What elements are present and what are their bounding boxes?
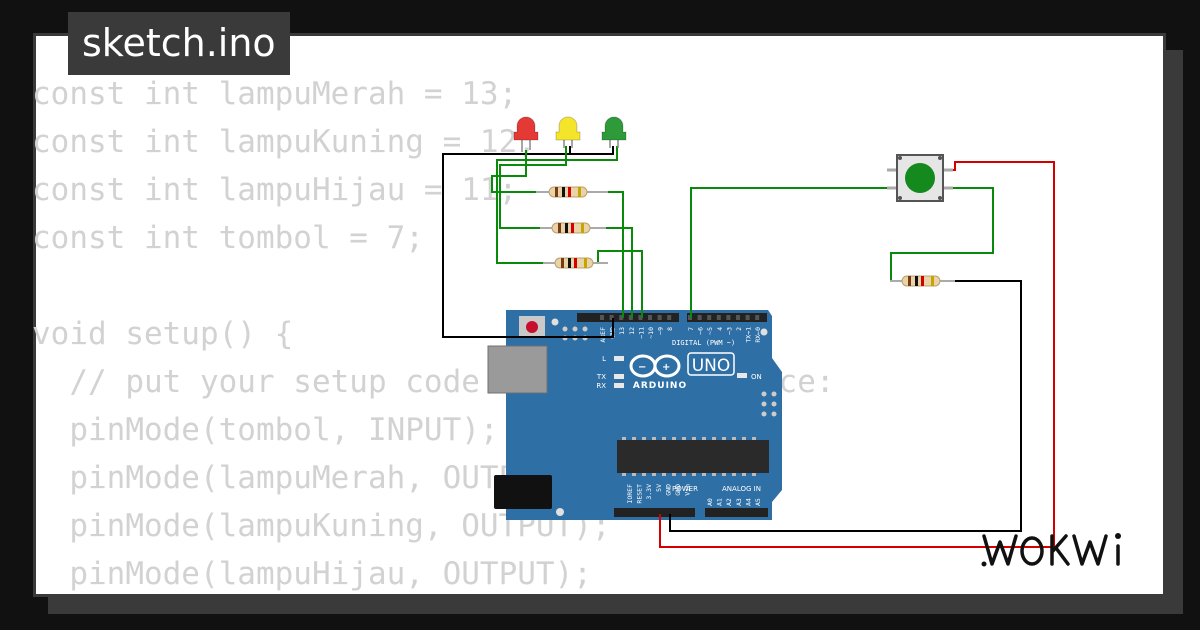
board-led: [614, 374, 624, 379]
pin-label: 7: [687, 327, 695, 331]
pin-label: 2: [735, 327, 743, 331]
code-line: const int tombol = 7;: [32, 220, 424, 256]
resistor-button: [890, 275, 955, 287]
led-red[interactable]: [513, 116, 539, 152]
power-pin-label: IOREF: [626, 484, 634, 504]
led-ground-wire: [442, 150, 614, 338]
power-5v-wire: [659, 161, 1055, 548]
resistors: [536, 186, 955, 287]
pin-label: ~6: [697, 327, 705, 335]
yellow-led-wire: [499, 146, 567, 229]
traffic-leds: [513, 116, 627, 152]
power-jack: [494, 475, 552, 509]
pin-label: ~3: [725, 327, 733, 335]
power-pin-label: 3.3V: [645, 484, 653, 500]
analog-header: [705, 508, 768, 517]
pin12-wire: [596, 227, 633, 318]
svg-text:−: −: [638, 362, 646, 373]
push-button[interactable]: [887, 154, 953, 202]
led-green[interactable]: [601, 116, 627, 148]
pin-label: 8: [666, 327, 674, 331]
model-label: UNO: [692, 356, 731, 376]
analog-pin-label: A2: [725, 498, 733, 506]
power-pin-label: RESET: [636, 484, 644, 504]
wokwi-logo-mark: [981, 533, 1121, 567]
board-led-label: L: [602, 355, 606, 363]
button-ground-wire: [669, 280, 1022, 532]
on-label: ON: [751, 373, 762, 381]
code-line: pinMode(tombol, INPUT);: [32, 412, 499, 448]
analog-pin-label: A0: [706, 498, 714, 506]
pin13-wire: [598, 191, 624, 318]
svg-text:+: +: [662, 362, 670, 373]
pin-label: ~9: [657, 327, 665, 335]
digital-header: [577, 313, 679, 322]
wokwi-logo: [980, 524, 1150, 578]
power-label: POWER: [672, 485, 698, 493]
code-line: pinMode(lampuHijau, OUTPUT);: [32, 556, 592, 592]
pin-label: ~5: [706, 327, 714, 335]
red-led-wire: [491, 150, 546, 193]
usb-port: [487, 345, 548, 394]
pin-label: 4: [716, 327, 724, 331]
board-led-label: RX: [596, 382, 606, 390]
led-yellow[interactable]: [555, 116, 581, 148]
code-line: void setup() {: [32, 316, 294, 352]
code-line: const int lampuHijau = 11;: [32, 172, 518, 208]
microcontroller-chip: [617, 440, 769, 473]
power-pin-label: GND: [664, 484, 672, 496]
led-ground-wire-2: [526, 146, 614, 155]
analog-pin-label: A1: [716, 498, 724, 506]
arduino-logo: − + UNO ARDUINO: [629, 352, 735, 391]
analog-pin-label: A5: [754, 498, 762, 506]
power-pin-label: GND: [674, 484, 682, 496]
pin11-wire: [597, 250, 643, 318]
code-line: const int lampuMerah = 13;: [32, 76, 518, 112]
pin-label: RX←0: [754, 327, 762, 343]
code-line: const int lampuKuning = 12;: [32, 124, 536, 160]
file-tab[interactable]: sketch.ino: [68, 12, 290, 75]
pin-label: ~10: [647, 327, 655, 339]
board-led: [614, 356, 624, 361]
code-background: const int lampuMerah = 13; const int lamp…: [32, 70, 835, 598]
digital-label: DIGITAL (PWM ~): [672, 339, 735, 347]
pin-label: TX→1: [745, 327, 753, 343]
analog-pin-label: A3: [735, 498, 743, 506]
green-led-wire: [496, 146, 618, 264]
board-led-label: TX: [596, 373, 606, 381]
resistor-green-led: [543, 257, 608, 269]
brand-label: ARDUINO: [633, 381, 687, 391]
button-pin7-wire: [690, 187, 890, 318]
resistor-red-led: [536, 186, 608, 198]
power-header: [614, 508, 695, 517]
analog-label: ANALOG IN: [722, 485, 761, 493]
board-led: [614, 383, 624, 388]
power-pin-label: 5V: [655, 484, 663, 492]
pin-label: 12: [628, 327, 636, 335]
wires: [442, 146, 1055, 548]
pin-label: 13: [618, 327, 626, 335]
file-tab-label: sketch.ino: [82, 21, 276, 65]
analog-pin-label: A4: [744, 498, 752, 506]
pin-label: AREF: [599, 327, 607, 343]
resistor-yellow-led: [540, 222, 606, 234]
pin-label: ~11: [637, 327, 645, 339]
power-pin-label: Vin: [684, 484, 692, 496]
